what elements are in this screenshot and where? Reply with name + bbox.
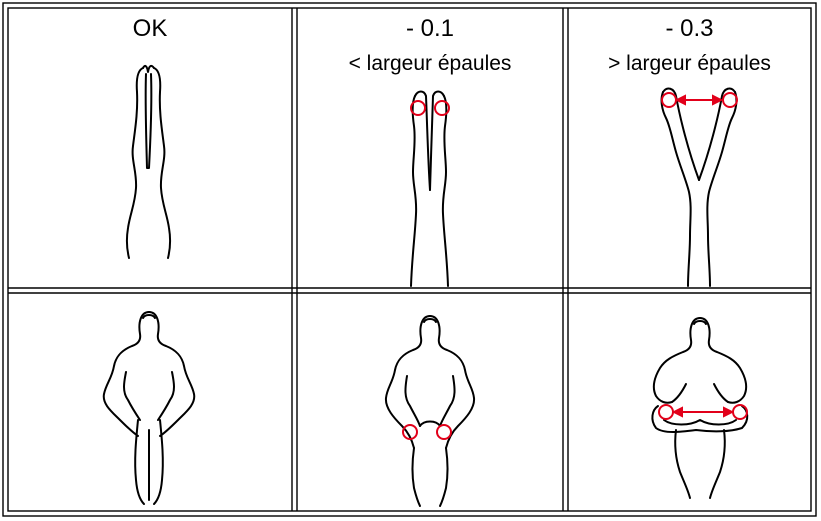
col-2-subtitle: < largeur épaules [297, 52, 563, 76]
figure-back-straddle-wide-icon [652, 318, 747, 498]
col-2-title: - 0.1 [297, 16, 563, 42]
figure-legs-wide-v-icon [662, 89, 737, 286]
col-1-title: OK [8, 16, 292, 42]
marker-circles-shoulders [411, 101, 449, 115]
figure-back-knees-apart-icon [386, 316, 474, 506]
marker-wide-spread [662, 93, 737, 107]
col-3-subtitle: > largeur épaules [568, 52, 811, 76]
figure-legs-together-icon [127, 66, 170, 258]
marker-straddle-spread [659, 405, 747, 419]
figure-back-legs-together-icon [104, 312, 195, 504]
col-3-title: - 0.3 [568, 16, 811, 42]
figure-legs-slightly-apart-icon [411, 92, 448, 287]
